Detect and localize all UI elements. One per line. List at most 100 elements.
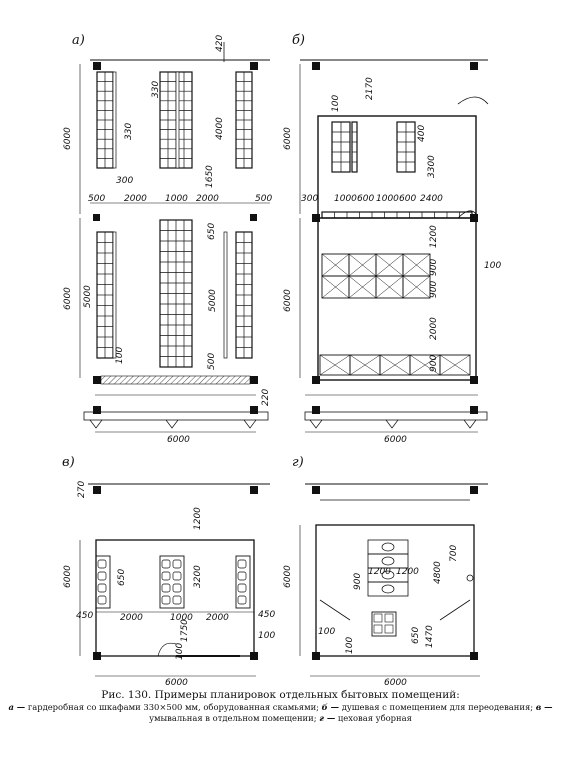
caption-text-a: гардеробная со шкафами 330×500 мм, обору…	[27, 702, 319, 712]
plan-a: а) 420 330 330 4000 6000 300 1650	[63, 33, 272, 445]
partition	[319, 599, 471, 621]
b-dim-2: 100	[331, 95, 341, 112]
a-dim-6: 300	[116, 176, 133, 186]
b-shower-cell	[379, 354, 411, 376]
g-dim-10: 100	[345, 637, 355, 654]
a-dim-5: 6000	[63, 127, 73, 150]
b-dim-6: 300	[301, 194, 318, 204]
b-bench-block	[331, 121, 351, 173]
urinal	[373, 624, 383, 634]
plan-a-label: а)	[72, 33, 85, 48]
a-dim-4: 4000	[215, 117, 225, 140]
a-locker-rows-upper	[96, 71, 253, 169]
a-locker-block	[159, 219, 193, 368]
drain	[466, 574, 474, 582]
washbasin-group	[95, 555, 111, 609]
plan-b: б) 2170 100 400 6000 3300 300 1000 600	[261, 33, 501, 445]
plan-b-label: б)	[292, 33, 305, 48]
caption-text-g: цеховая уборная	[337, 713, 412, 723]
plan-v-label: в)	[62, 455, 75, 470]
b-shower-cell	[349, 354, 381, 376]
a-bench	[112, 231, 117, 359]
caption-key-a: а —	[8, 702, 26, 712]
b-dim-9: 1000	[376, 194, 399, 204]
caption-key-v: в —	[535, 702, 553, 712]
b-bench-strip	[321, 211, 473, 219]
b-bench-block	[396, 121, 416, 173]
a-dim-10: 1000	[165, 194, 188, 204]
v-dim-5: 6000	[63, 565, 73, 588]
v-dim-13: 100	[258, 631, 275, 641]
urinal	[384, 624, 394, 634]
a-locker-rows-lower	[96, 219, 253, 368]
b-shower-cell	[375, 275, 404, 299]
washbasin-group	[235, 555, 251, 609]
b-dim-16: 900	[429, 281, 439, 298]
a-dim-13: 650	[207, 223, 217, 240]
b-bench-block	[351, 121, 358, 173]
caption-legend: а — гардеробная со шкафами 330×500 мм, о…	[0, 702, 561, 724]
a-dim-14: 5000	[83, 285, 93, 308]
b-changing-benches	[321, 121, 473, 219]
a-dim-16: 5000	[208, 289, 218, 312]
b-dim-13: 100	[484, 261, 501, 271]
b-dim-14: 900	[429, 259, 439, 276]
v-dim-1: 270	[77, 481, 87, 498]
b-shower-cell	[321, 275, 350, 299]
v-width-dim: 6000	[165, 678, 188, 688]
b-shower-cell	[321, 253, 350, 277]
washbasin-group	[159, 555, 185, 609]
b-shower-cell	[402, 253, 431, 277]
a-locker-block	[96, 71, 114, 169]
b-dim-3: 400	[417, 125, 427, 142]
v-dim-11: 1750	[180, 619, 190, 642]
b-dim-12: 1200	[429, 225, 439, 248]
toilet-cabin	[367, 581, 409, 597]
v-dim-10: 450	[258, 610, 275, 620]
caption-text-v: умывальная в отдельном помещении;	[149, 713, 317, 723]
a-dim-11: 2000	[196, 194, 219, 204]
b-shower-cell	[348, 275, 377, 299]
g-dim-9: 100	[318, 627, 335, 637]
b-shower-cell	[439, 354, 471, 376]
g-dim-7: 650	[411, 627, 421, 644]
b-dim-18: 900	[429, 355, 439, 372]
a-locker-block	[235, 231, 253, 359]
b-shower-cell	[375, 253, 404, 277]
caption-key-g: г —	[319, 713, 336, 723]
a-bench	[112, 71, 117, 169]
b-width-dim: 6000	[384, 435, 407, 445]
a-width-dim: 6000	[167, 435, 190, 445]
caption-title: Рис. 130. Примеры планировок отдельных б…	[101, 689, 460, 701]
a-dim-9: 2000	[124, 194, 147, 204]
a-dim-2: 330	[151, 81, 161, 98]
floor-plans-drawing: а) 420 330 330 4000 6000 300 1650	[62, 33, 501, 688]
plan-g-label: г)	[292, 455, 304, 470]
v-dim-6: 450	[76, 611, 93, 621]
toilet-cabin	[367, 539, 409, 555]
g-toilet-cabins	[319, 539, 474, 637]
a-dim-12: 500	[255, 194, 272, 204]
v-dim-12: 100	[175, 643, 185, 660]
urinal-block	[371, 611, 397, 637]
v-dim-8: 1000	[170, 613, 193, 623]
b-shower-cabins	[319, 253, 471, 376]
urinal	[384, 613, 394, 623]
g-dim-4: 700	[449, 545, 459, 562]
b-shower-cell	[348, 253, 377, 277]
v-dim-9: 2000	[206, 613, 229, 623]
b-dim-5: 3300	[427, 155, 437, 178]
a-dim-18: 500	[207, 353, 217, 370]
b-dim-11: 2400	[420, 194, 443, 204]
b-shower-cell	[319, 354, 351, 376]
a-bench	[175, 71, 180, 169]
v-dim-4: 3200	[193, 565, 203, 588]
a-dim-3: 330	[124, 123, 134, 140]
plan-v: в) 270 1200 650 3200 6000 450 2000 1000 …	[62, 455, 275, 688]
b-dim-17: 2000	[429, 317, 439, 340]
plan-g: г) 1200 1200 900 700 4800 6000 650 1470 …	[283, 455, 488, 688]
a-dim-15: 6000	[63, 287, 73, 310]
figure-caption: Рис. 130. Примеры планировок отдельных б…	[0, 688, 561, 724]
g-dim-8: 1470	[425, 625, 435, 648]
a-dim-7: 1650	[205, 165, 215, 188]
